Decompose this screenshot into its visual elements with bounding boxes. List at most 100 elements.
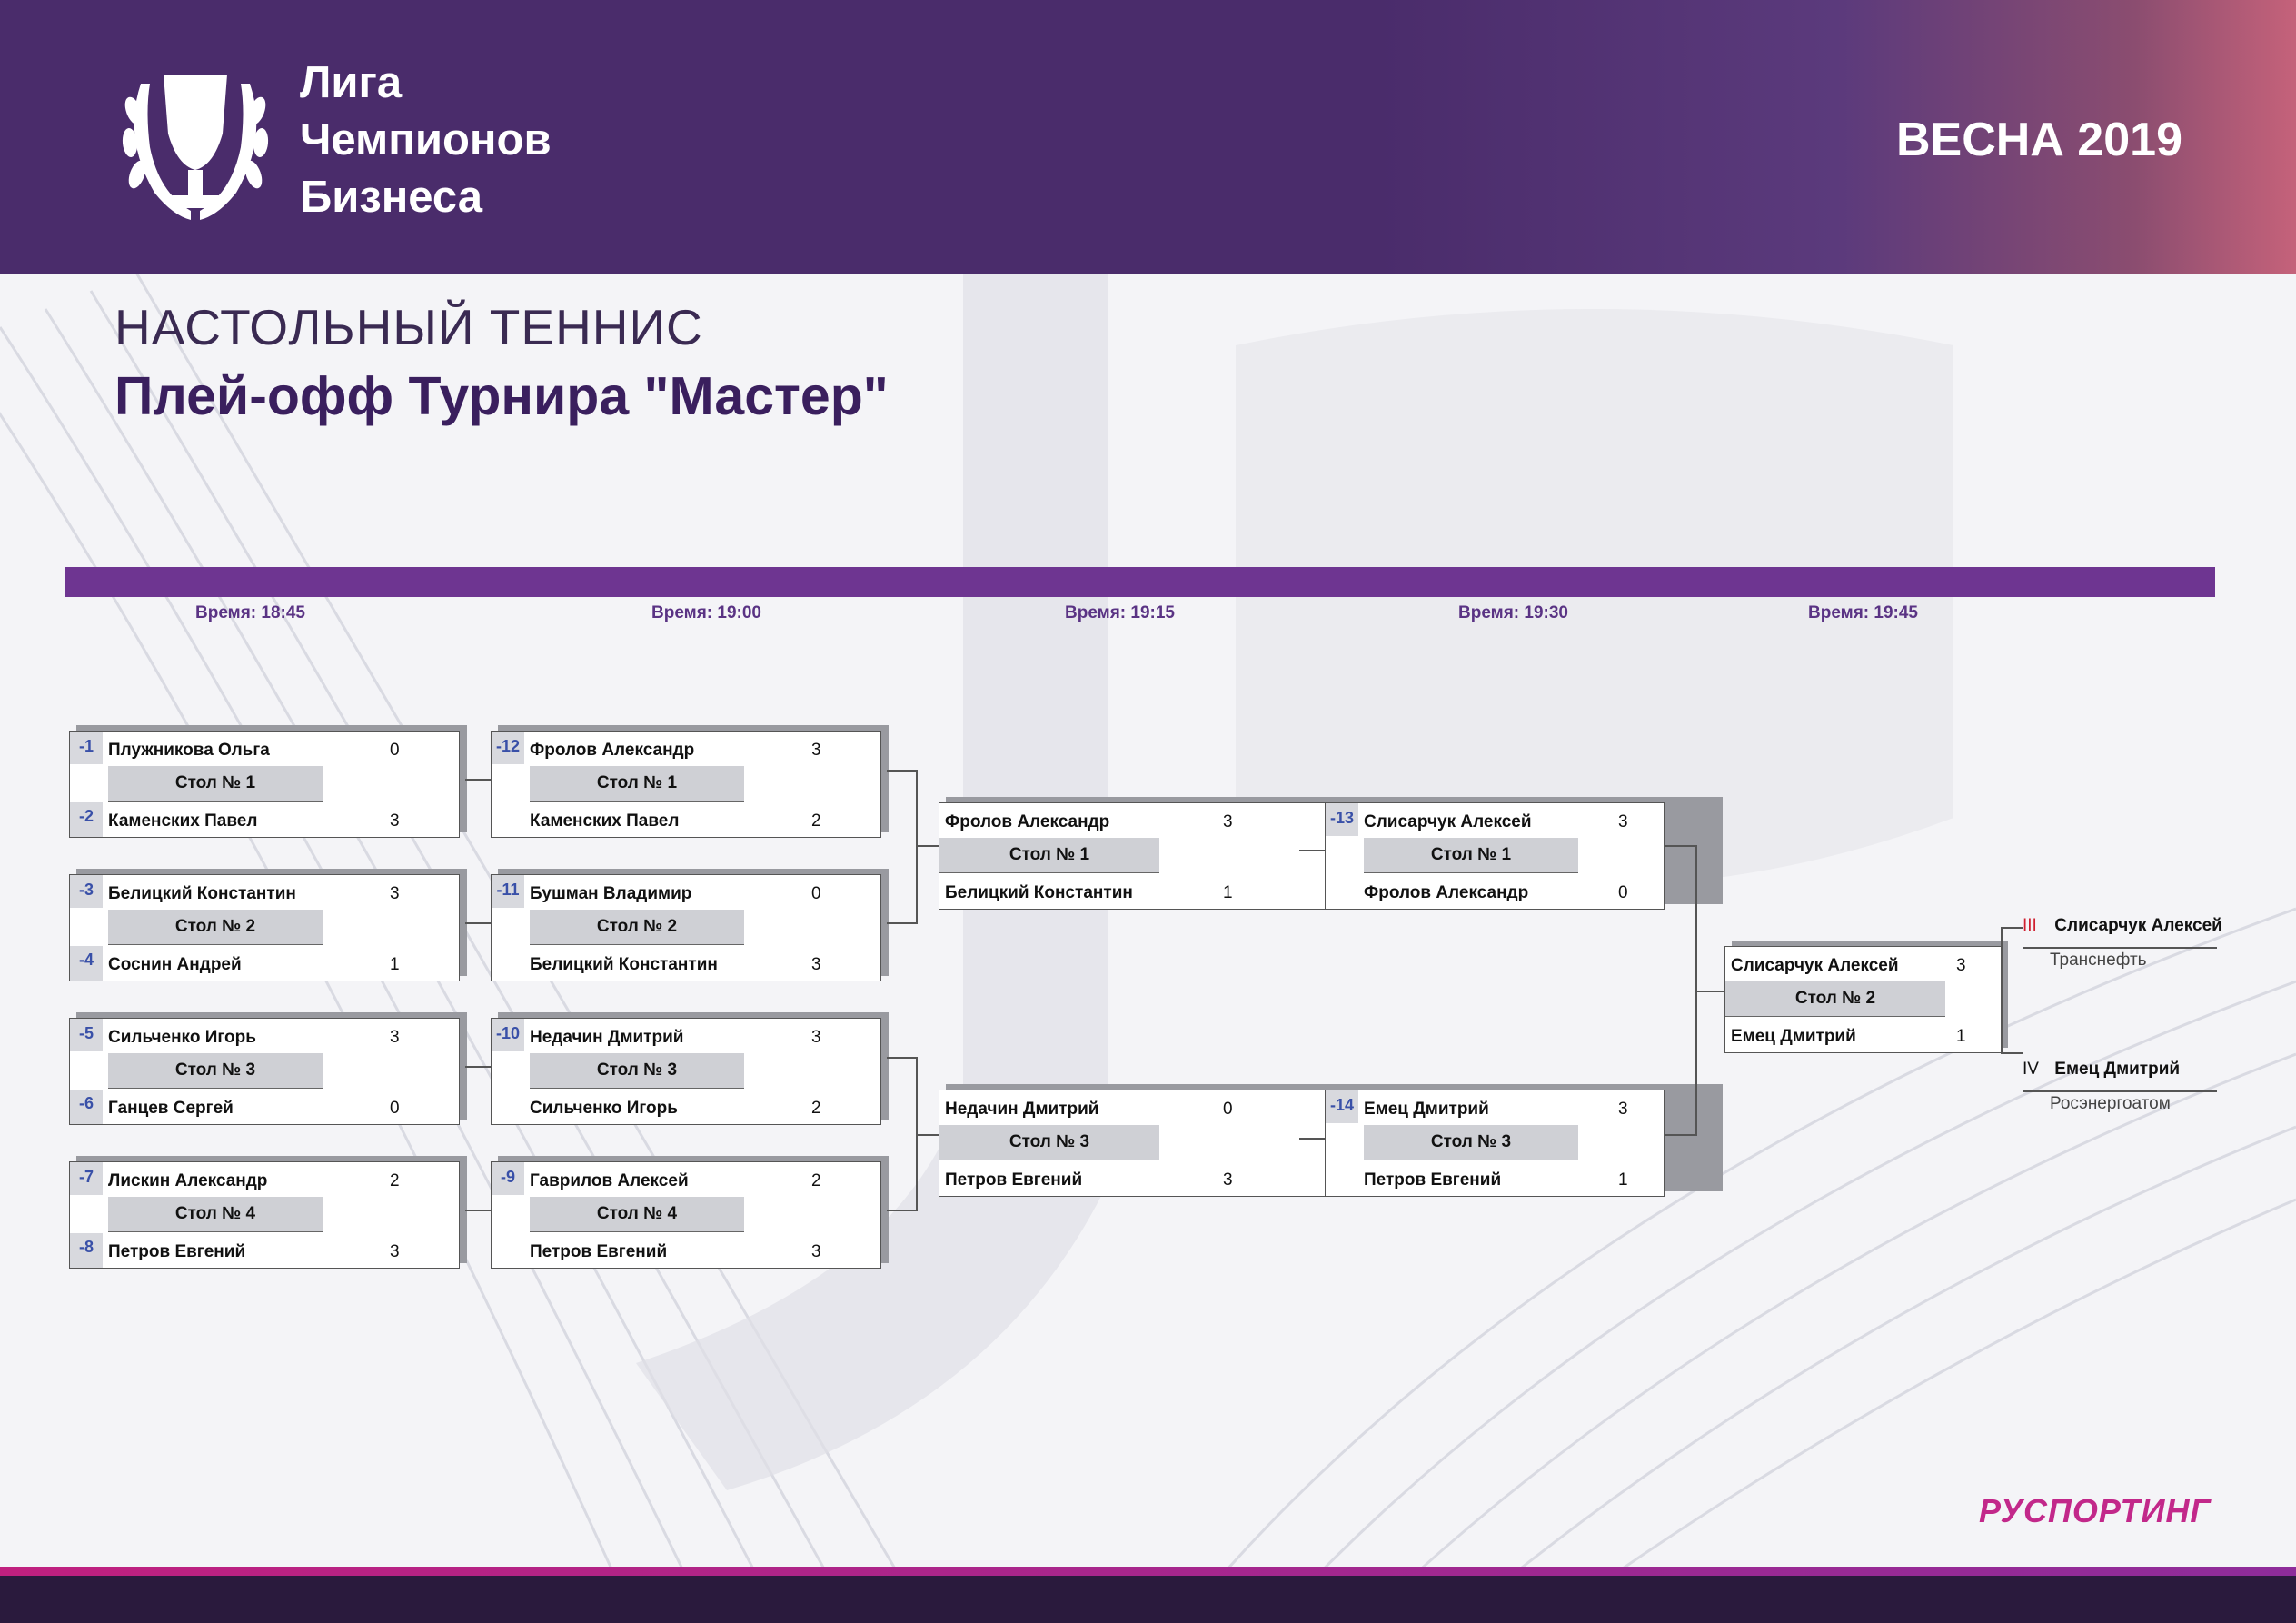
table-label: Стол № 2 — [108, 910, 323, 945]
score-top: 3 — [1618, 812, 1628, 831]
connector-line — [887, 770, 916, 772]
table-label: Стол № 1 — [1364, 838, 1578, 873]
table-label: Стол № 3 — [1364, 1125, 1578, 1160]
player-bottom: Ганцев Сергей — [108, 1099, 234, 1118]
round-time-4: Время: 19:30 — [1458, 603, 1568, 622]
connector-line — [465, 1210, 491, 1211]
score-bottom: 1 — [1618, 1170, 1628, 1190]
player-bottom: Каменских Павел — [530, 812, 680, 831]
table-label: Стол № 4 — [530, 1197, 744, 1232]
connector-line — [887, 1057, 916, 1059]
table-label: Стол № 4 — [108, 1197, 323, 1232]
round-time-2: Время: 19:00 — [651, 603, 761, 622]
match-r3-2: Недачин Дмитрий 0 Стол № 3 Петров Евгени… — [939, 1084, 1337, 1197]
player-top: Белицкий Константин — [108, 884, 296, 903]
seed-label: -4 — [70, 946, 103, 981]
connector-line — [1299, 850, 1325, 851]
seed-label: -8 — [70, 1233, 103, 1268]
score-top: 3 — [1956, 956, 1966, 975]
player-top: Емец Дмитрий — [1364, 1100, 1489, 1119]
round-time-1: Время: 18:45 — [195, 603, 305, 622]
player-bottom: Петров Евгений — [108, 1242, 246, 1261]
score-top: 3 — [390, 1028, 400, 1047]
score-bottom: 1 — [1956, 1027, 1966, 1046]
match-r5-1: Слисарчук Алексей 3 Стол № 2 Емец Дмитри… — [1724, 941, 2115, 1053]
player-top: Недачин Дмитрий — [530, 1028, 684, 1047]
table-label: Стол № 3 — [530, 1053, 744, 1089]
match-r3-1: Фролов Александр 3 Стол № 1 Белицкий Кон… — [939, 797, 1337, 910]
player-bottom: Белицкий Константин — [945, 883, 1133, 902]
footer-bar — [0, 1567, 2296, 1623]
player-bottom: Соснин Андрей — [108, 955, 242, 974]
player-bottom: Фролов Александр — [1364, 883, 1529, 902]
season-label: ВЕСНА 2019 — [1895, 114, 2182, 166]
player-bottom: Каменских Павел — [108, 812, 258, 831]
score-bottom: 2 — [811, 1099, 821, 1118]
connector-line — [1665, 845, 1695, 847]
seed-label: -3 — [70, 875, 103, 908]
match-r1-4: -7 Лискин Александр 2 Стол № 4 -8 Петров… — [69, 1156, 467, 1269]
timeline-bar — [65, 567, 2215, 597]
score-bottom: 1 — [1223, 883, 1233, 902]
score-bottom: 0 — [390, 1099, 400, 1118]
match-r2-4: -9 Гаврилов Алексей 2 Стол № 4 Петров Ев… — [491, 1156, 889, 1269]
table-label: Стол № 1 — [108, 766, 323, 802]
score-bottom: 2 — [811, 812, 821, 831]
seed-label: -11 — [492, 875, 524, 908]
connector-line — [465, 1066, 491, 1068]
match-r4-1: -13 Слисарчук Алексей 3 Стол № 1 Фролов … — [1325, 797, 1723, 910]
player-top: Недачин Дмитрий — [945, 1100, 1099, 1119]
table-label: Стол № 1 — [939, 838, 1159, 873]
header-banner: Лига Чемпионов Бизнеса ВЕСНА 2019 — [0, 0, 2296, 274]
league-line-1: Лига — [300, 58, 403, 107]
table-label: Стол № 3 — [108, 1053, 323, 1089]
seed-label: -9 — [492, 1162, 524, 1195]
score-bottom: 3 — [1223, 1170, 1233, 1190]
player-top: Фролов Александр — [530, 741, 695, 760]
score-top: 3 — [811, 1028, 821, 1047]
connector-line — [465, 922, 491, 924]
score-bottom: 3 — [390, 1242, 400, 1261]
player-bottom: Петров Евгений — [530, 1242, 668, 1261]
league-line-3: Бизнеса — [300, 173, 483, 222]
connector-line — [916, 770, 918, 924]
score-bottom: 3 — [811, 1242, 821, 1261]
match-r1-3: -5 Сильченко Игорь 3 Стол № 3 -6 Ганцев … — [69, 1012, 467, 1125]
seed-label: -13 — [1326, 803, 1358, 836]
seed-label: -5 — [70, 1019, 103, 1051]
round-time-3: Время: 19:15 — [1065, 603, 1175, 622]
connector-line — [465, 779, 491, 781]
footer-stripe — [0, 1567, 2296, 1576]
connector-line — [2001, 1052, 2023, 1054]
connector-line — [1695, 991, 1724, 992]
player-bottom: Сильченко Игорь — [530, 1099, 678, 1118]
rank-label: III — [2023, 916, 2037, 935]
connector-line — [2001, 927, 2003, 1054]
score-top: 0 — [811, 884, 821, 903]
player-top: Слисарчук Алексей — [1364, 812, 1532, 831]
player-bottom: Петров Евгений — [1364, 1170, 1502, 1190]
sport-name: НАСТОЛЬНЫЙ ТЕННИС — [114, 299, 703, 355]
match-r2-2: -11 Бушман Владимир 0 Стол № 2 Белицкий … — [491, 869, 889, 981]
connector-line — [916, 845, 939, 847]
place-org: Росэнергоатом — [2050, 1094, 2171, 1113]
table-label: Стол № 2 — [530, 910, 744, 945]
player-bottom: Емец Дмитрий — [1731, 1027, 1856, 1046]
league-line-2: Чемпионов — [300, 115, 552, 164]
page-title: Плей-офф Турнира "Мастер" — [114, 366, 889, 426]
player-top: Фролов Александр — [945, 812, 1110, 831]
score-top: 2 — [390, 1171, 400, 1190]
player-bottom: Петров Евгений — [945, 1170, 1083, 1190]
league-name: Лига Чемпионов Бизнеса — [300, 55, 552, 226]
score-top: 3 — [811, 741, 821, 760]
connector-line — [887, 922, 916, 924]
connector-line — [1299, 1138, 1325, 1140]
place-player: Слисарчук Алексей — [2054, 916, 2222, 935]
seed-label: -10 — [492, 1019, 524, 1051]
seed-label: -7 — [70, 1162, 103, 1195]
score-bottom: 3 — [390, 812, 400, 831]
score-top: 3 — [1223, 812, 1233, 831]
connector-line — [2001, 927, 2023, 929]
place-org: Транснефть — [2050, 951, 2147, 970]
score-top: 2 — [811, 1171, 821, 1190]
